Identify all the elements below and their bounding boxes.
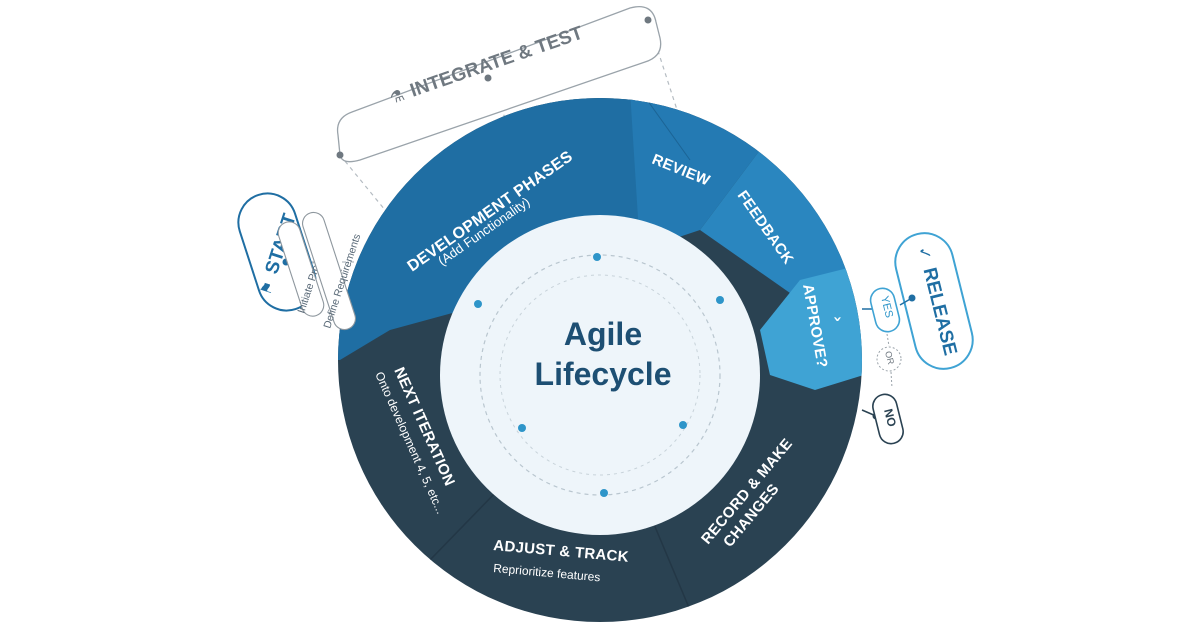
decision-branch: YES OR NO (861, 286, 916, 446)
center-inner-dashed (499, 274, 701, 476)
approve-chevron-icon: › (829, 316, 847, 322)
orbit-dot (593, 253, 601, 261)
orbit-dots (474, 253, 724, 497)
no-label: NO (881, 407, 899, 428)
segment-approve[interactable] (760, 260, 880, 390)
orbit-dot (600, 489, 608, 497)
orbit-dot (474, 300, 482, 308)
center-title-line2: Lifecycle (535, 356, 672, 392)
orbit-dot (518, 424, 526, 432)
no-pill[interactable] (870, 392, 905, 446)
or-circle (876, 346, 902, 372)
center-orbit-dashed (479, 254, 721, 496)
or-label: OR (883, 350, 896, 366)
orbit-dot (716, 296, 724, 304)
release-callout[interactable]: ✓ RELEASE (889, 227, 979, 375)
orbit-dot (679, 421, 687, 429)
yes-label: YES (878, 295, 895, 319)
center-title-line1: Agile (564, 316, 642, 352)
flag-icon: ⚑ (257, 279, 278, 297)
check-icon: ✓ (914, 244, 936, 262)
flask-icon: ⚗ (387, 85, 407, 108)
center-circle (440, 215, 760, 535)
yes-pill[interactable] (868, 286, 902, 334)
